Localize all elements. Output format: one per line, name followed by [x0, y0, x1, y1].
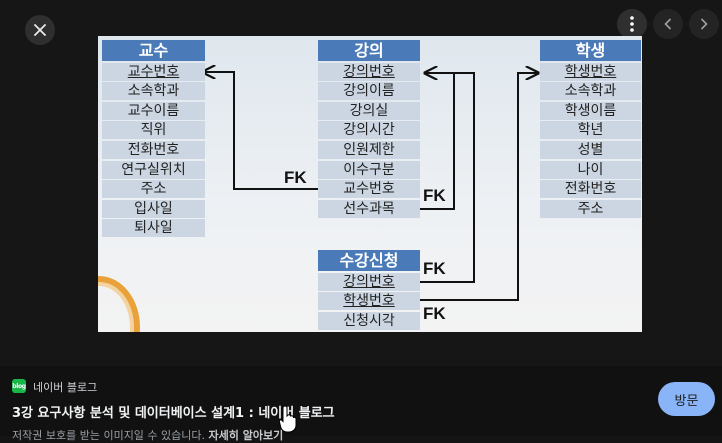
table-field: 주소 [102, 180, 205, 199]
table-field: 소속학과 [540, 82, 641, 101]
table-field: 직위 [102, 121, 205, 140]
table-header: 강의 [318, 40, 420, 61]
table-field: 강의번호 [318, 272, 420, 291]
more-vert-icon [630, 16, 634, 32]
table-professor: 교수 교수번호 소속학과 교수이름 직위 전화번호 연구실위치 주소 입사일 퇴… [102, 40, 205, 238]
table-header: 수강신청 [318, 250, 420, 271]
table-field: 교수번호 [318, 180, 420, 199]
copyright-notice: 저작권 보호를 받는 이미지일 수 있습니다. 자세히 알아보기 [12, 427, 283, 443]
next-image-button[interactable] [689, 9, 719, 39]
erd-diagram-image: 교수 교수번호 소속학과 교수이름 직위 전화번호 연구실위치 주소 입사일 퇴… [98, 36, 642, 332]
table-field: 신청시각 [318, 311, 420, 330]
table-field: 교수번호 [102, 62, 205, 81]
image-info-panel: blog 네이버 블로그 3강 요구사항 분석 및 데이터베이스 설계1 : 네… [0, 366, 722, 442]
close-icon [34, 24, 46, 36]
close-button[interactable] [25, 15, 55, 45]
table-field: 연구실위치 [102, 160, 205, 179]
chevron-right-icon [700, 18, 708, 30]
table-field: 나이 [540, 160, 641, 179]
table-field: 강의번호 [318, 62, 420, 81]
table-field: 교수이름 [102, 101, 205, 120]
chevron-left-icon [664, 18, 672, 30]
table-field: 학생번호 [540, 62, 641, 81]
table-field: 입사일 [102, 199, 205, 218]
image-title-link[interactable]: 3강 요구사항 분석 및 데이터베이스 설계1 : 네이버 블로그 [12, 406, 335, 421]
table-enrollment: 수강신청 강의번호 학생번호 신청시각 [318, 250, 420, 330]
table-student: 학생 학생번호 소속학과 학생이름 학년 성별 나이 전화번호 주소 [540, 40, 641, 218]
table-field: 전화번호 [540, 180, 641, 199]
table-field: 선수과목 [318, 199, 420, 218]
fk-label: FK [423, 304, 446, 323]
table-field: 소속학과 [102, 82, 205, 101]
table-field: 퇴사일 [102, 219, 205, 238]
fk-label: FK [284, 168, 307, 187]
table-field: 인원제한 [318, 140, 420, 159]
hand-cursor-icon [279, 405, 297, 433]
table-field: 학생번호 [318, 292, 420, 311]
fk-label: FK [423, 259, 446, 278]
relationship-lines [98, 36, 642, 301]
table-field: 이수구분 [318, 160, 420, 179]
table-field: 전화번호 [102, 140, 205, 159]
fk-label: FK [423, 186, 446, 205]
table-field: 학생이름 [540, 101, 641, 120]
table-field: 강의이름 [318, 82, 420, 101]
table-field: 주소 [540, 199, 641, 218]
source-name[interactable]: 네이버 블로그 [33, 381, 98, 394]
naver-blog-logo: blog [12, 379, 26, 393]
more-options-button[interactable] [617, 9, 647, 39]
previous-image-button[interactable] [653, 9, 683, 39]
table-header: 교수 [102, 40, 205, 61]
table-header: 학생 [540, 40, 641, 61]
table-field: 강의시간 [318, 121, 420, 140]
table-field: 성별 [540, 140, 641, 159]
table-field: 강의실 [318, 101, 420, 120]
table-lecture: 강의 강의번호 강의이름 강의실 강의시간 인원제한 이수구분 교수번호 선수과… [318, 40, 420, 218]
table-field: 학년 [540, 121, 641, 140]
image-viewer: 교수 교수번호 소속학과 교수이름 직위 전화번호 연구실위치 주소 입사일 퇴… [25, 9, 719, 332]
visit-button[interactable]: 방문 [658, 382, 715, 416]
